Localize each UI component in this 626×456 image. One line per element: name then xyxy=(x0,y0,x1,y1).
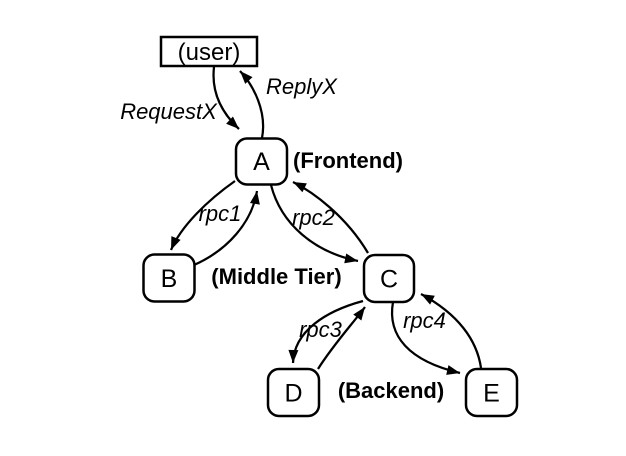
node-b-label: B xyxy=(161,265,178,293)
node-a xyxy=(234,137,289,186)
node-c-label: C xyxy=(380,266,398,294)
user-node xyxy=(159,35,259,68)
node-b xyxy=(142,253,196,303)
edge-label-rpc3: rpc3 xyxy=(299,317,343,342)
tier-label-backend: (Backend) xyxy=(338,378,444,403)
edge-rpc2-c-to-a xyxy=(292,180,369,254)
node-d-label: D xyxy=(284,380,302,408)
tier-labels-layer: (Frontend) (Middle Tier) (Backend) xyxy=(211,148,444,403)
edge-labels-layer: RequestX ReplyX rpc1 rpc2 rpc3 rpc4 xyxy=(120,74,446,342)
edges-layer xyxy=(169,66,483,375)
tier-label-frontend: (Frontend) xyxy=(293,148,403,173)
edge-rpc1-b-to-a xyxy=(193,190,260,267)
edge-reply-a-to-user xyxy=(239,70,265,139)
edge-rpc3-d-to-c xyxy=(317,306,366,370)
edge-rpc2-a-to-c xyxy=(269,184,359,264)
edge-label-request: RequestX xyxy=(120,99,218,124)
node-d xyxy=(266,367,321,418)
edge-label-rpc1: rpc1 xyxy=(199,201,242,226)
user-node-label: (user) xyxy=(178,39,241,66)
edge-label-rpc2: rpc2 xyxy=(292,205,335,230)
edge-rpc4-c-to-e xyxy=(390,301,461,375)
edge-rpc1-a-to-b xyxy=(169,180,236,251)
edge-rpc3-c-to-d xyxy=(288,299,364,364)
node-e xyxy=(464,367,519,418)
edge-label-reply: ReplyX xyxy=(266,74,338,99)
node-c xyxy=(362,253,416,304)
edge-request-user-to-a xyxy=(212,66,240,130)
node-a-label: A xyxy=(253,148,270,176)
nodes-layer: (user) A B C D E xyxy=(142,35,519,418)
edge-label-rpc4: rpc4 xyxy=(403,308,446,333)
tier-label-middle: (Middle Tier) xyxy=(211,264,341,289)
node-e-label: E xyxy=(483,380,500,408)
edge-rpc4-e-to-c xyxy=(420,293,483,369)
